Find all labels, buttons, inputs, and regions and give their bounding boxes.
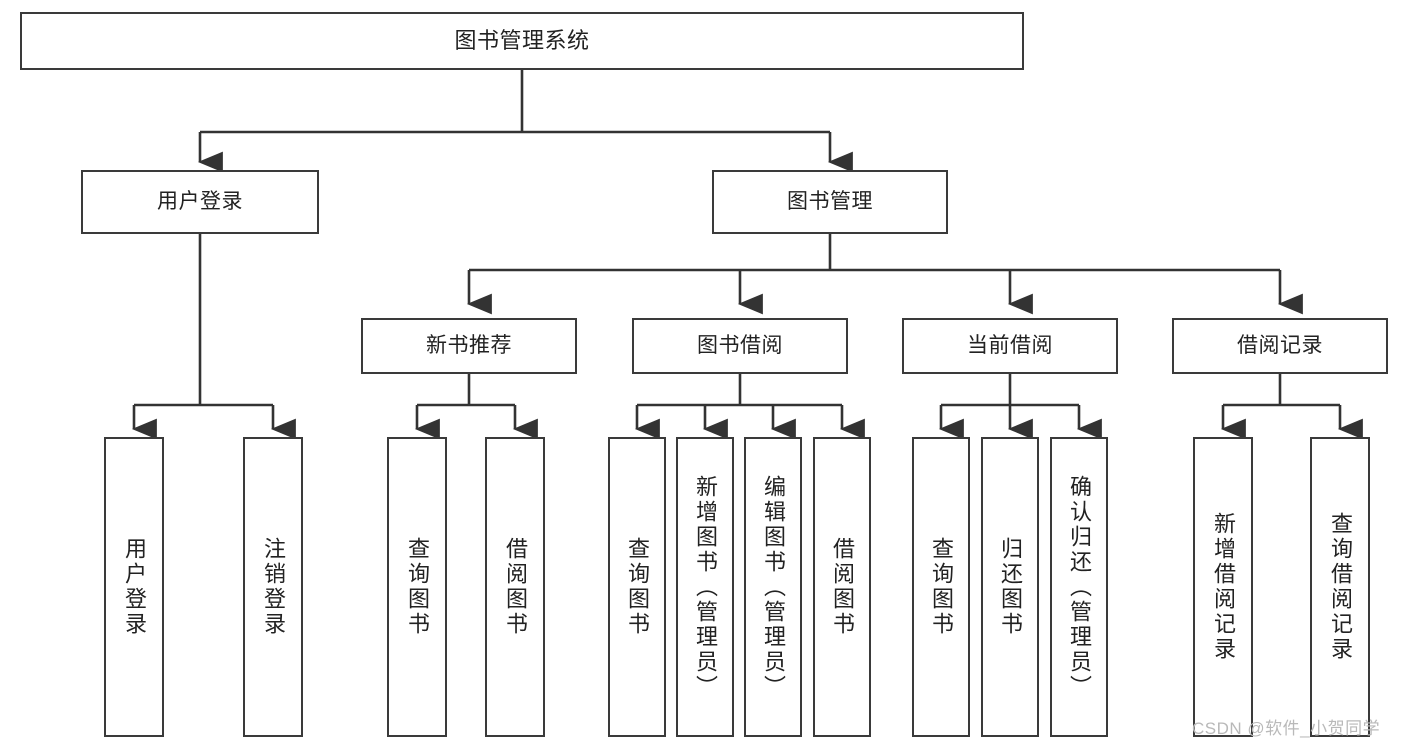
- node-label: 编辑图书（管理员）: [761, 474, 786, 700]
- node-leaf-add-borrow-record[interactable]: 新增借阅记录: [1193, 437, 1253, 737]
- node-label: 借阅记录: [1237, 333, 1323, 357]
- node-label: 图书借阅: [697, 333, 783, 357]
- node-label: 图书管理系统: [454, 28, 590, 54]
- node-user-login[interactable]: 用户登录: [81, 170, 319, 234]
- node-label: 借阅图书: [830, 537, 855, 637]
- node-book-borrow[interactable]: 图书借阅: [632, 318, 848, 374]
- node-label: 查询借阅记录: [1328, 512, 1353, 662]
- node-leaf-query-book-current[interactable]: 查询图书: [912, 437, 970, 737]
- node-leaf-return-book[interactable]: 归还图书: [981, 437, 1039, 737]
- node-book-management[interactable]: 图书管理: [712, 170, 948, 234]
- node-leaf-query-book-recommend[interactable]: 查询图书: [387, 437, 447, 737]
- node-leaf-borrow-book[interactable]: 借阅图书: [813, 437, 871, 737]
- node-leaf-logout-login[interactable]: 注销登录: [243, 437, 303, 737]
- node-label: 查询图书: [625, 537, 650, 637]
- node-leaf-add-book[interactable]: 新增图书（管理员）: [676, 437, 734, 737]
- node-leaf-query-book-borrow[interactable]: 查询图书: [608, 437, 666, 737]
- csdn-watermark: CSDN @软件_小贺同学: [1192, 719, 1381, 738]
- node-label: 归还图书: [998, 537, 1023, 637]
- node-label: 图书管理: [787, 189, 873, 213]
- node-label: 借阅图书: [503, 537, 528, 637]
- node-leaf-confirm-return[interactable]: 确认归还（管理员）: [1050, 437, 1108, 737]
- node-new-book-recommend[interactable]: 新书推荐: [361, 318, 577, 374]
- node-label: 用户登录: [157, 189, 243, 213]
- node-label: 用户登录: [122, 537, 147, 637]
- node-current-borrow[interactable]: 当前借阅: [902, 318, 1118, 374]
- node-borrow-record[interactable]: 借阅记录: [1172, 318, 1388, 374]
- node-leaf-edit-book[interactable]: 编辑图书（管理员）: [744, 437, 802, 737]
- node-leaf-borrow-book-recommend[interactable]: 借阅图书: [485, 437, 545, 737]
- node-label: 查询图书: [405, 537, 430, 637]
- node-label: 新增图书（管理员）: [693, 474, 718, 700]
- node-leaf-user-login[interactable]: 用户登录: [104, 437, 164, 737]
- node-leaf-query-borrow-record[interactable]: 查询借阅记录: [1310, 437, 1370, 737]
- node-label: 查询图书: [929, 537, 954, 637]
- node-label: 新增借阅记录: [1211, 512, 1236, 662]
- node-root-system[interactable]: 图书管理系统: [20, 12, 1024, 70]
- node-label: 确认归还（管理员）: [1067, 474, 1092, 700]
- node-label: 当前借阅: [967, 333, 1053, 357]
- node-label: 新书推荐: [426, 333, 512, 357]
- node-label: 注销登录: [261, 537, 286, 637]
